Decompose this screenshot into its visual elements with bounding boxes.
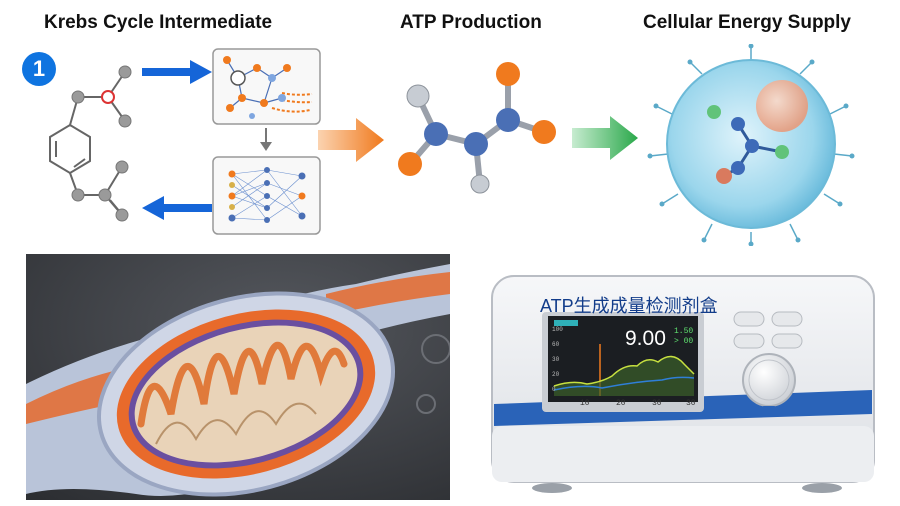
device-reading: 9.00	[625, 327, 666, 350]
cell-icon	[647, 44, 855, 246]
y-tick: 60	[552, 341, 560, 348]
device-title: ATP生成成量检测剂盒	[540, 296, 718, 316]
green-arrow-icon	[572, 116, 638, 160]
y-tick: 30	[552, 356, 560, 363]
device-small-1: 1.50	[674, 327, 694, 336]
y-tick: 0	[552, 386, 556, 393]
detector-device-image: ATP生成成量检测剂盒 9.00 1.50 > 00 100 60 30 20 …	[462, 254, 900, 506]
arrow-left-icon	[142, 196, 212, 220]
atp-molecule-icon	[398, 62, 556, 194]
neural-net-icon	[212, 156, 321, 235]
benzene-ring-molecule-icon	[49, 65, 132, 222]
atp-production-title: ATP Production	[400, 12, 542, 33]
x-tick: 10	[580, 399, 590, 408]
y-tick: 20	[552, 371, 560, 378]
x-tick: 30	[652, 399, 662, 408]
step-badge: 1	[22, 52, 56, 86]
orange-arrow-icon	[318, 118, 384, 162]
x-tick: 30	[686, 399, 696, 408]
krebs-cycle-title: Krebs Cycle Intermediate	[44, 12, 273, 33]
y-tick: 100	[552, 326, 563, 333]
x-tick: 20	[616, 399, 626, 408]
network-graph-icon	[212, 48, 321, 125]
arrow-down-icon	[260, 128, 272, 151]
cellular-energy-title: Cellular Energy Supply	[643, 12, 851, 33]
device-small-2: > 00	[674, 337, 694, 346]
mitochondrion-image	[26, 254, 450, 500]
arrow-right-icon	[142, 60, 212, 84]
